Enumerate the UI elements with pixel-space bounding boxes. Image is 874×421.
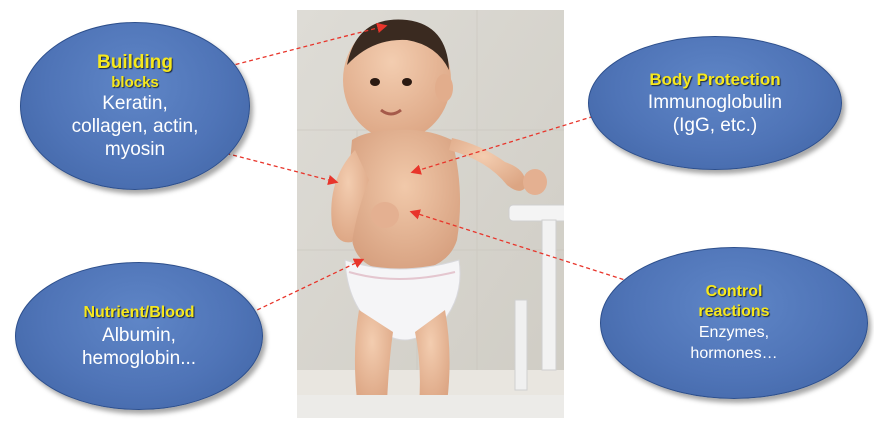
callout-control-reactions: Control reactions Enzymes, hormones… [600,247,868,399]
callout-body: Keratin, [102,92,167,115]
callout-body: hormones… [690,343,777,364]
callout-nutrient-blood: Nutrient/Blood Albumin, hemoglobin... [15,262,263,410]
callout-body-protection: Body Protection Immunoglobulin (IgG, etc… [588,36,842,170]
callout-body: collagen, actin, [72,115,199,138]
callout-body: myosin [105,138,165,161]
callout-title: Body Protection [649,69,780,91]
callout-title: blocks [111,74,159,92]
callout-body: hemoglobin... [82,347,196,370]
baby-photo [297,10,564,418]
callout-body: (IgG, etc.) [673,114,757,137]
callout-body: Immunoglobulin [648,91,782,114]
callout-title: Nutrient/Blood [83,302,194,324]
callout-body: Albumin, [102,324,176,347]
callout-building-blocks: Building blocks Keratin, collagen, actin… [20,22,250,190]
callout-title: reactions [698,302,769,322]
callout-body: Enzymes, [699,322,769,343]
callout-title: Control [706,282,763,302]
callout-title: Building [97,52,173,74]
